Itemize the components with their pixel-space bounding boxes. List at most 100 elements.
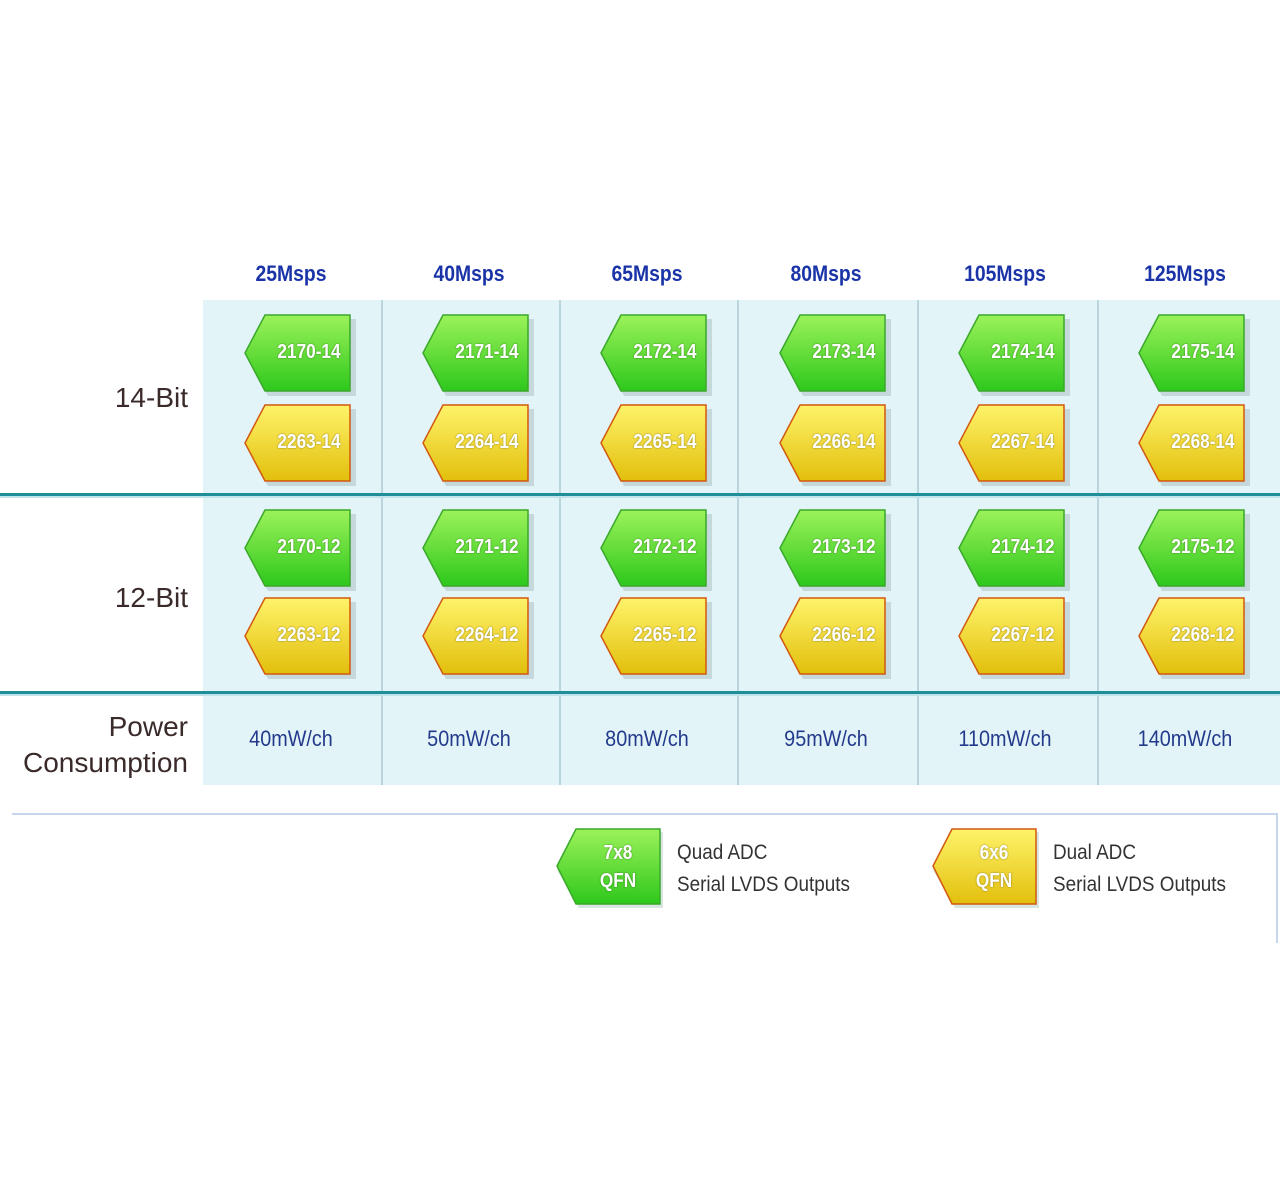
quad-chip-shape	[779, 509, 891, 591]
dual-adc-part-chip-bits12-0: 2263-12	[244, 597, 356, 679]
dual-adc-part-chip-bits12-3: 2266-12	[779, 597, 891, 679]
quad-chip-shape	[958, 509, 1070, 591]
quad-adc-part-chip-bits14-0: 2170-14	[244, 314, 356, 396]
dual-package-size: 6x6	[979, 842, 1009, 864]
quad-adc-part-chip-bits14-5: 2175-14	[1138, 314, 1250, 396]
dual-part-number: 2268-14	[1171, 430, 1235, 453]
quad-part-number: 2171-14	[455, 340, 519, 363]
dual-part-number: 2265-12	[633, 623, 697, 646]
dual-chip-shape	[958, 597, 1070, 679]
dual-adc-part-chip-bits12-2: 2265-12	[600, 597, 712, 679]
dual-adc-part-chip-bits12-4: 2267-12	[958, 597, 1070, 679]
quad-chip-shape	[600, 314, 712, 396]
legend-quad-adc-chip: 7x8 QFN	[556, 828, 663, 908]
dual-chip-shape	[958, 404, 1070, 486]
column-divider	[559, 300, 561, 785]
dual-chip-shape	[600, 597, 712, 679]
dual-part-number: 2263-14	[277, 430, 341, 453]
quad-package-label: 7x8 QFN	[580, 834, 656, 900]
quad-chip-shape	[779, 314, 891, 396]
dual-adc-part-chip-bits14-1: 2264-14	[422, 404, 534, 486]
quad-part-number: 2171-12	[455, 535, 519, 558]
row-separator-shadow	[0, 694, 1280, 696]
legend-quad-subtitle: Serial LVDS Outputs	[677, 873, 850, 896]
sample-rate-header: 65Msps	[611, 261, 683, 286]
row-label-power-line2: Consumption	[23, 747, 188, 778]
quad-adc-part-chip-bits14-2: 2172-14	[600, 314, 712, 396]
quad-chip-shape	[1138, 509, 1250, 591]
table-background	[203, 300, 1280, 785]
power-consumption-value: 110mW/ch	[958, 726, 1052, 751]
quad-chip-shape	[422, 509, 534, 591]
sample-rate-header: 80Msps	[790, 261, 862, 286]
quad-adc-part-chip-bits12-2: 2172-12	[600, 509, 712, 591]
quad-part-number: 2175-12	[1171, 535, 1235, 558]
quad-part-number: 2170-12	[277, 535, 341, 558]
dual-chip-shape	[779, 404, 891, 486]
dual-part-number: 2266-12	[812, 623, 876, 646]
dual-adc-part-chip-bits14-5: 2268-14	[1138, 404, 1250, 486]
dual-part-number: 2263-12	[277, 623, 341, 646]
dual-adc-part-chip-bits14-2: 2265-14	[600, 404, 712, 486]
quad-part-number: 2173-12	[812, 535, 876, 558]
power-consumption-value: 50mW/ch	[427, 726, 511, 751]
dual-adc-part-chip-bits12-5: 2268-12	[1138, 597, 1250, 679]
legend-dual-adc-chip: 6x6 QFN	[932, 828, 1039, 908]
quad-chip-shape	[600, 509, 712, 591]
legend-dual-subtitle: Serial LVDS Outputs	[1053, 873, 1226, 896]
quad-part-number: 2175-14	[1171, 340, 1235, 363]
dual-chip-shape	[600, 404, 712, 486]
column-divider	[917, 300, 919, 785]
quad-chip-shape	[556, 828, 663, 908]
legend-quad-title: Quad ADC	[677, 841, 768, 864]
dual-adc-part-chip-bits14-3: 2266-14	[779, 404, 891, 486]
dual-chip-shape	[932, 828, 1039, 908]
dual-adc-part-chip-bits14-0: 2263-14	[244, 404, 356, 486]
dual-adc-part-chip-bits14-4: 2267-14	[958, 404, 1070, 486]
dual-chip-shape	[422, 404, 534, 486]
column-divider	[737, 300, 739, 785]
dual-chip-shape	[244, 597, 356, 679]
power-consumption-value: 95mW/ch	[784, 726, 868, 751]
dual-package-label: 6x6 QFN	[956, 834, 1032, 900]
column-divider	[381, 300, 383, 785]
quad-adc-part-chip-bits12-0: 2170-12	[244, 509, 356, 591]
legend-frame	[12, 813, 1278, 815]
dual-part-number: 2265-14	[633, 430, 697, 453]
row-label-14-bit: 14-Bit	[114, 382, 188, 413]
quad-adc-part-chip-bits12-5: 2175-12	[1138, 509, 1250, 591]
quad-package-size: 7x8	[603, 842, 633, 864]
quad-part-number: 2172-12	[633, 535, 697, 558]
quad-adc-part-chip-bits12-1: 2171-12	[422, 509, 534, 591]
dual-chip-shape	[244, 404, 356, 486]
dual-part-number: 2268-12	[1171, 623, 1235, 646]
row-separator	[0, 493, 1280, 496]
quad-chip-shape	[244, 314, 356, 396]
dual-part-number: 2266-14	[812, 430, 876, 453]
quad-chip-shape	[1138, 314, 1250, 396]
power-consumption-value: 40mW/ch	[249, 726, 333, 751]
quad-adc-part-chip-bits12-3: 2173-12	[779, 509, 891, 591]
dual-chip-shape	[422, 597, 534, 679]
quad-chip-shape	[422, 314, 534, 396]
dual-chip-shape	[1138, 597, 1250, 679]
dual-chip-shape	[779, 597, 891, 679]
legend-dual-title: Dual ADC	[1053, 841, 1136, 864]
power-consumption-value: 140mW/ch	[1137, 726, 1233, 751]
sample-rate-header: 125Msps	[1144, 261, 1226, 286]
quad-adc-part-chip-bits12-4: 2174-12	[958, 509, 1070, 591]
dual-package-type: QFN	[975, 870, 1013, 892]
quad-part-number: 2173-14	[812, 340, 876, 363]
quad-package-type: QFN	[599, 870, 637, 892]
quad-part-number: 2174-12	[991, 535, 1055, 558]
column-divider	[1097, 300, 1099, 785]
row-label-12-bit: 12-Bit	[114, 582, 188, 613]
legend-frame-edge	[1276, 813, 1278, 943]
dual-part-number: 2267-14	[991, 430, 1055, 453]
quad-part-number: 2170-14	[277, 340, 341, 363]
quad-part-number: 2174-14	[991, 340, 1055, 363]
sample-rate-header: 105Msps	[964, 261, 1046, 286]
row-separator	[0, 691, 1280, 694]
row-separator-shadow	[0, 496, 1280, 498]
